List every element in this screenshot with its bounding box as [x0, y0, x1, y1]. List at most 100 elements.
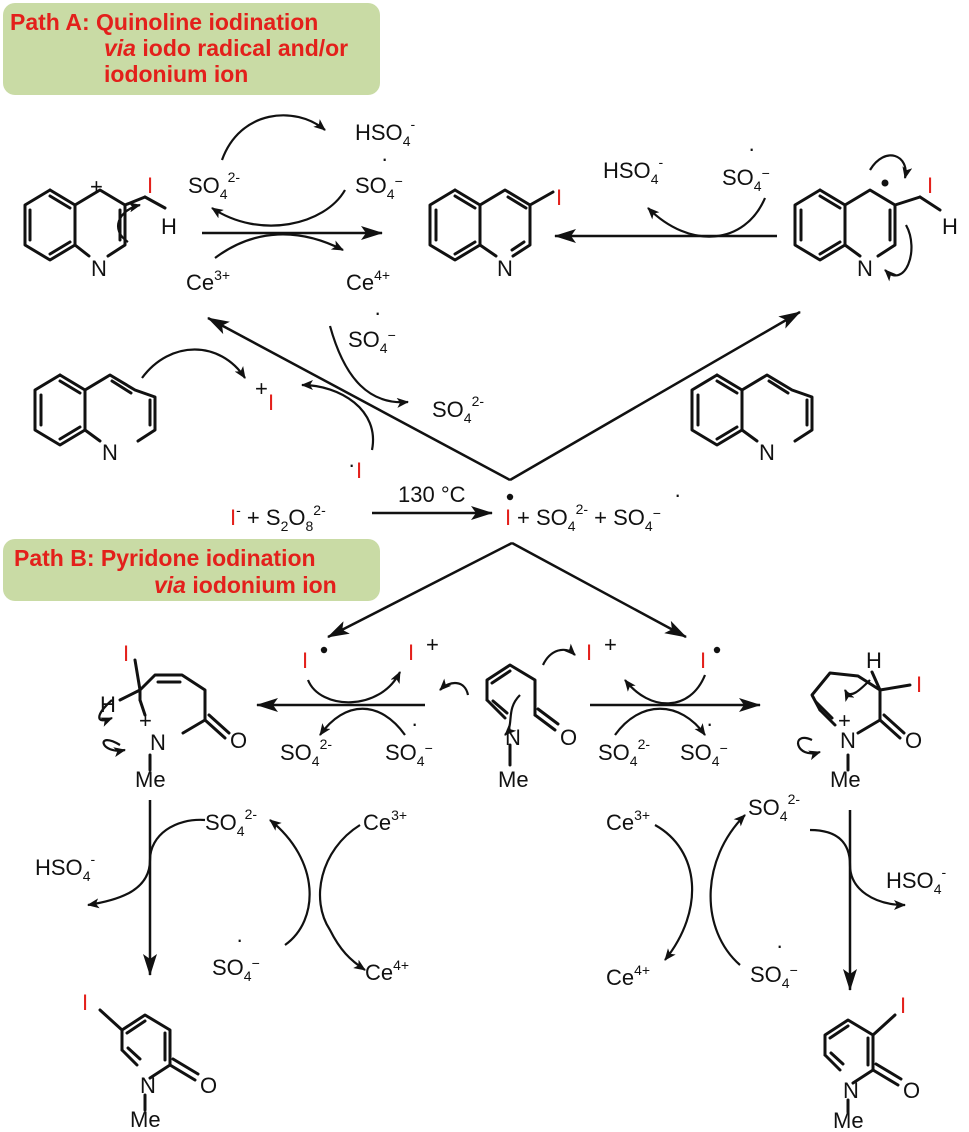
iodine-radical-product: I	[505, 505, 511, 530]
path-b-right-reaction: I + I SO42- SO4− ·	[586, 632, 761, 769]
path-a-title: Path A: Quinoline iodination via iodo ra…	[3, 3, 380, 95]
top-left-reaction: HSO4- SO42- SO4− · Ce3+ Ce4+	[186, 114, 415, 295]
bottom-left-oxidation: SO42- Ce3+ HSO4- SO4− · Ce4+	[35, 800, 409, 985]
hso4-top-right: HSO4-	[603, 154, 663, 187]
radical-dot	[881, 179, 889, 187]
iodine-atom: I	[123, 641, 129, 666]
hso4-top: HSO4-	[355, 116, 415, 149]
h-atom: H	[161, 214, 177, 239]
n-atom: N	[150, 730, 166, 755]
ce3-br: Ce3+	[606, 807, 650, 835]
iodine-radical: I	[700, 648, 706, 673]
methyl: Me	[830, 767, 861, 792]
byproducts: + SO42- + SO4−	[517, 501, 661, 534]
n-atom: N	[843, 1078, 859, 1103]
radical-dot: ·	[374, 300, 381, 325]
plus-charge: +	[139, 708, 152, 733]
plus-charge: +	[426, 632, 439, 657]
iodine-atom: I	[82, 990, 88, 1015]
o-atom: O	[560, 725, 577, 750]
h-atom: H	[942, 214, 958, 239]
ce3-top: Ce3+	[186, 267, 230, 295]
initiation-equation: I- + S2O82- 130 °C I + SO42- + SO4− ·	[230, 482, 681, 534]
radical-dot	[320, 646, 328, 654]
iodonium: I	[268, 390, 274, 415]
top-right-reaction: HSO4- SO4− ·	[554, 136, 777, 243]
n-atom: N	[497, 256, 513, 281]
ce4-bl: Ce4+	[365, 957, 409, 985]
pyridone-cation-left: I H N + O Me	[98, 641, 247, 792]
path-b-title: Path B: Pyridone iodination via iodonium…	[3, 539, 380, 601]
iodine-atom: I	[556, 185, 562, 210]
iodonium: I	[408, 640, 414, 665]
condition-temperature: 130 °C	[398, 482, 466, 507]
o-atom: O	[230, 728, 247, 753]
o-atom: O	[903, 1078, 920, 1103]
path-b-line2: via iodonium ion	[154, 572, 337, 598]
path-a-title-box	[3, 3, 380, 95]
so4-radical-b-right: SO4−	[680, 740, 728, 769]
n-atom: N	[91, 256, 107, 281]
iodoquinoline-product: N I	[428, 185, 562, 281]
electron-push-arrow	[117, 202, 141, 243]
radical-dot: ·	[776, 933, 783, 958]
n-atom: N	[102, 440, 118, 465]
ce3-bl: Ce3+	[363, 807, 407, 835]
path-b-title-box	[3, 539, 380, 601]
n-atom: N	[505, 725, 521, 750]
path-a-line2: via iodo radical and/or	[104, 35, 348, 61]
pyridone-cation-right: H I N + O Me	[796, 648, 922, 792]
electron-push-arrow	[141, 348, 246, 379]
path-b-line1: Path B: Pyridone iodination	[14, 545, 316, 571]
h-atom: H	[866, 648, 882, 673]
quinoline-reactant-left: N	[33, 348, 246, 465]
quinoline-cation-intermediate: N + I H	[23, 173, 177, 281]
radical-dot: ·	[411, 711, 418, 736]
iodine-atom: I	[900, 993, 906, 1018]
path-b-left-reaction: I I + SO42- SO4− ·	[256, 632, 470, 769]
electron-push-arrow	[869, 154, 913, 179]
n-atom: N	[840, 728, 856, 753]
path-a-line3: iodonium ion	[104, 61, 248, 87]
n-methyl-pyridone-center: N O Me	[485, 643, 577, 792]
methyl: Me	[130, 1107, 161, 1132]
hso4-br: HSO4-	[886, 864, 946, 897]
o-atom: O	[905, 728, 922, 753]
product-3-iodopyridone: I N O Me	[823, 993, 920, 1132]
product-5-iodopyridone: I N O Me	[82, 990, 217, 1132]
plus-charge: +	[838, 708, 851, 733]
iodine-atom: I	[147, 173, 153, 198]
iodonium: I	[586, 640, 592, 665]
n-atom: N	[140, 1073, 156, 1098]
so4-2-mid: SO42-	[432, 393, 484, 426]
hso4-bl: HSO4-	[35, 851, 95, 884]
electron-push-arrow	[884, 224, 913, 282]
lower-v-arrows	[327, 541, 687, 639]
so4-2-b-left: SO42-	[280, 736, 332, 769]
radical-dot: ·	[748, 136, 755, 161]
plus-charge: +	[255, 376, 268, 401]
plus-charge: +	[90, 174, 103, 199]
ce4-top: Ce4+	[346, 267, 390, 295]
so4-radical-bl: SO4−	[212, 955, 260, 984]
iodine-radical: I	[356, 458, 362, 483]
iodine-cation-formation: + I · I SO4− · SO42-	[255, 300, 484, 483]
radical-dot: ·	[236, 927, 243, 952]
n-atom: N	[857, 256, 873, 281]
o-atom: O	[200, 1073, 217, 1098]
iodine-radical: I	[302, 648, 308, 673]
radical-dot: ·	[674, 482, 681, 507]
central-v-arrows	[207, 310, 801, 482]
radical-dot	[506, 493, 514, 501]
radical-dot	[713, 646, 721, 654]
radical-dot: ·	[348, 452, 355, 477]
so4-2-b-right: SO42-	[598, 736, 650, 769]
radical-dot: ·	[381, 146, 388, 171]
so4-radical-b-left: SO4−	[385, 740, 433, 769]
so4-2-br: SO42-	[748, 791, 800, 824]
methyl: Me	[833, 1108, 864, 1132]
so4-radical-br: SO4−	[750, 962, 798, 991]
so4-2-left: SO42-	[188, 169, 240, 202]
ce4-br: Ce4+	[606, 962, 650, 990]
